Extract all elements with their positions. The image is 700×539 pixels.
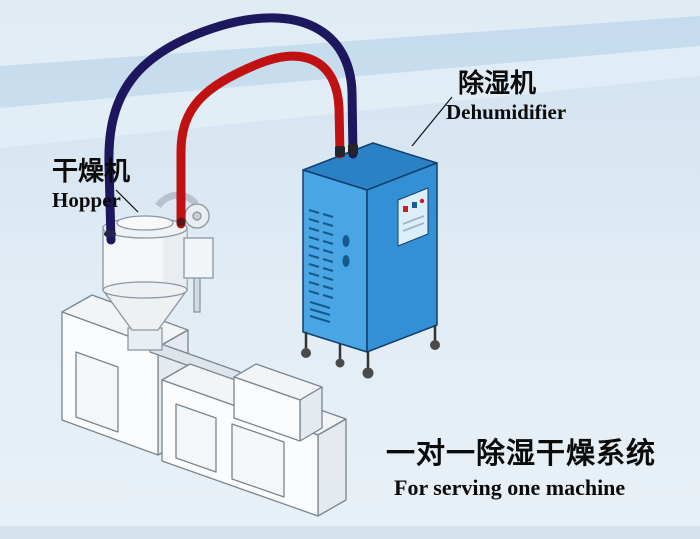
dry-air-hose-red bbox=[176, 51, 345, 229]
extruder-right-door2 bbox=[231, 423, 285, 498]
cabinet-gauge-1 bbox=[342, 235, 350, 247]
dehumidifier-label-cn: 除湿机 bbox=[458, 69, 537, 99]
extruder-right-side bbox=[317, 418, 347, 517]
system-title-cn: 一对一除湿干燥系统 bbox=[386, 436, 657, 470]
hopper-blower-hub bbox=[192, 211, 202, 221]
hopper-pedestal bbox=[127, 327, 163, 351]
dehumidifier-cabinet bbox=[302, 142, 438, 353]
bottom-shade bbox=[0, 526, 700, 539]
extruder-gearbox-front bbox=[233, 376, 301, 442]
hopper-dryer bbox=[101, 191, 214, 351]
hopper-body-bottom bbox=[102, 281, 188, 299]
control-panel-buttons bbox=[402, 198, 425, 232]
dehumidifier-label-en: Dehumidifier bbox=[446, 100, 567, 124]
hopper-label-en: Hopper bbox=[52, 188, 121, 212]
cabinet-vents bbox=[308, 209, 334, 299]
dehumidifier-leader-line bbox=[411, 96, 453, 147]
cabinet-lower-grille bbox=[309, 301, 331, 323]
extruder-right-door1 bbox=[175, 403, 217, 473]
hopper-return-pipe bbox=[193, 275, 201, 313]
cabinet-front-face bbox=[302, 169, 368, 353]
hopper-label-cn: 干燥机 bbox=[52, 157, 131, 187]
system-title-en: For serving one machine bbox=[394, 475, 626, 500]
extruder-left-door bbox=[75, 351, 119, 433]
cabinet-gauge-2 bbox=[342, 255, 350, 267]
dehumidifier-casters bbox=[301, 325, 440, 379]
hopper-blower-box bbox=[183, 237, 214, 279]
hopper-body-shade bbox=[163, 228, 187, 290]
hopper-leader-line bbox=[115, 189, 139, 213]
hopper-lid-dome bbox=[116, 215, 174, 231]
return-air-hose-navy bbox=[104, 13, 358, 245]
leader-lines bbox=[115, 96, 453, 213]
hose-connectors bbox=[104, 144, 358, 238]
